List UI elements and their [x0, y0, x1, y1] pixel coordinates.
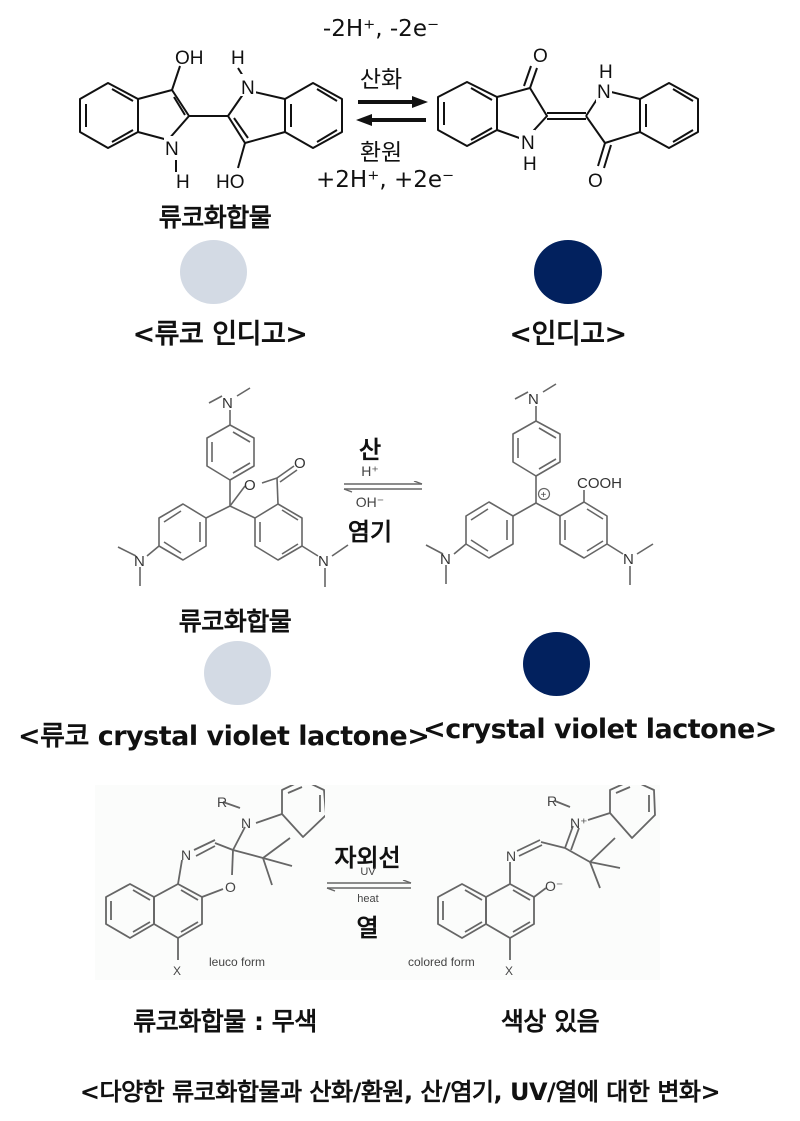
- reverse-reagents: +2H⁺, +2e⁻: [316, 167, 455, 193]
- figure-caption: <다양한 류코화합물과 산화/환원, 산/염기, UV/열에 대한 변화>: [79, 1078, 721, 1106]
- n-atom: N: [318, 553, 329, 570]
- leuco-form-label: leuco form: [209, 955, 265, 969]
- o-minus-atom: O⁻: [545, 878, 563, 894]
- o-atom: O: [294, 455, 306, 472]
- heat-label: 열: [356, 914, 379, 942]
- n-atom: N: [181, 847, 191, 863]
- leuco-indigo-caption: <류코 인디고>: [132, 319, 308, 350]
- leuco-cvl-structure: N O O N N: [117, 387, 349, 587]
- h-atom: H: [231, 48, 245, 69]
- indigo-color-swatch: [534, 240, 602, 304]
- n-atom: N: [165, 139, 179, 160]
- n-plus-atom: N⁺: [570, 815, 588, 831]
- n-atom: N: [241, 815, 251, 831]
- n-atom: N: [506, 848, 516, 864]
- leuco-indigo-structure: OH H N N H HO: [79, 48, 343, 193]
- forward-reagents: -2H⁺, -2e⁻: [322, 16, 440, 42]
- merocyanine-colored-structure: R N⁺ N O⁻ X colored form: [408, 785, 656, 978]
- acid-base-equilibrium-arrows: [343, 481, 423, 493]
- r-group: R: [547, 793, 557, 809]
- leuco-compound-label: 류코화합물: [178, 607, 292, 636]
- leuco-cvl-color-swatch: [204, 641, 271, 705]
- n-atom: N: [241, 78, 255, 99]
- ho-atom: HO: [216, 172, 245, 193]
- oxidation-label: 산화: [359, 67, 403, 93]
- leuco-compound-label: 류코화합물: [158, 203, 272, 232]
- spirooxazine-leuco-structure: R N N O X leuco form: [105, 785, 325, 978]
- cvl-structure: + N COOH N N: [425, 383, 654, 585]
- n-atom: N: [521, 133, 535, 154]
- o-atom: O: [244, 477, 256, 494]
- h-atom: H: [176, 172, 190, 193]
- n-atom: N: [623, 551, 634, 568]
- base-label: 염기: [347, 518, 393, 546]
- positive-charge-icon: [537, 487, 551, 501]
- o-atom: O: [225, 879, 236, 895]
- h-atom: H: [599, 62, 613, 83]
- cvl-caption: <crystal violet lactone>: [423, 714, 777, 745]
- r-group: R: [217, 794, 227, 810]
- n-atom: N: [222, 395, 233, 412]
- cvl-color-swatch: [523, 632, 590, 696]
- x-substituent: X: [505, 964, 513, 978]
- heat-reagent: heat: [357, 893, 379, 905]
- h-atom: H: [523, 154, 537, 175]
- n-atom: N: [134, 553, 145, 570]
- n-atom: N: [597, 82, 611, 103]
- leuco-cvl-caption: <류코 crystal violet lactone>: [18, 721, 430, 752]
- colored-form-label: colored form: [408, 955, 475, 969]
- cooh-group: COOH: [577, 475, 622, 492]
- n-atom: N: [440, 551, 451, 568]
- base-reagent: OH⁻: [355, 494, 385, 510]
- indigo-caption: <인디고>: [509, 319, 627, 350]
- uv-label: 자외선: [334, 844, 401, 872]
- acid-label: 산: [358, 436, 382, 464]
- leuco-indigo-color-swatch: [180, 240, 247, 304]
- indigo-structure: O N H N H O: [437, 46, 699, 192]
- o-atom: O: [588, 171, 603, 192]
- redox-equilibrium-arrows: [356, 96, 428, 126]
- o-atom: O: [533, 46, 548, 67]
- plus-sign: +: [541, 490, 547, 501]
- reduction-label: 환원: [359, 140, 403, 166]
- uv-reagent: UV: [360, 866, 376, 878]
- photochromic-equilibrium-arrows: [326, 880, 412, 892]
- colorless-caption: 류코화합물 : 무색: [133, 1007, 317, 1036]
- acid-reagent: H⁺: [361, 463, 379, 479]
- n-atom: N: [528, 391, 539, 408]
- oh-top-atom: OH: [175, 48, 204, 69]
- colored-caption: 색상 있음: [500, 1007, 600, 1036]
- x-substituent: X: [173, 964, 181, 978]
